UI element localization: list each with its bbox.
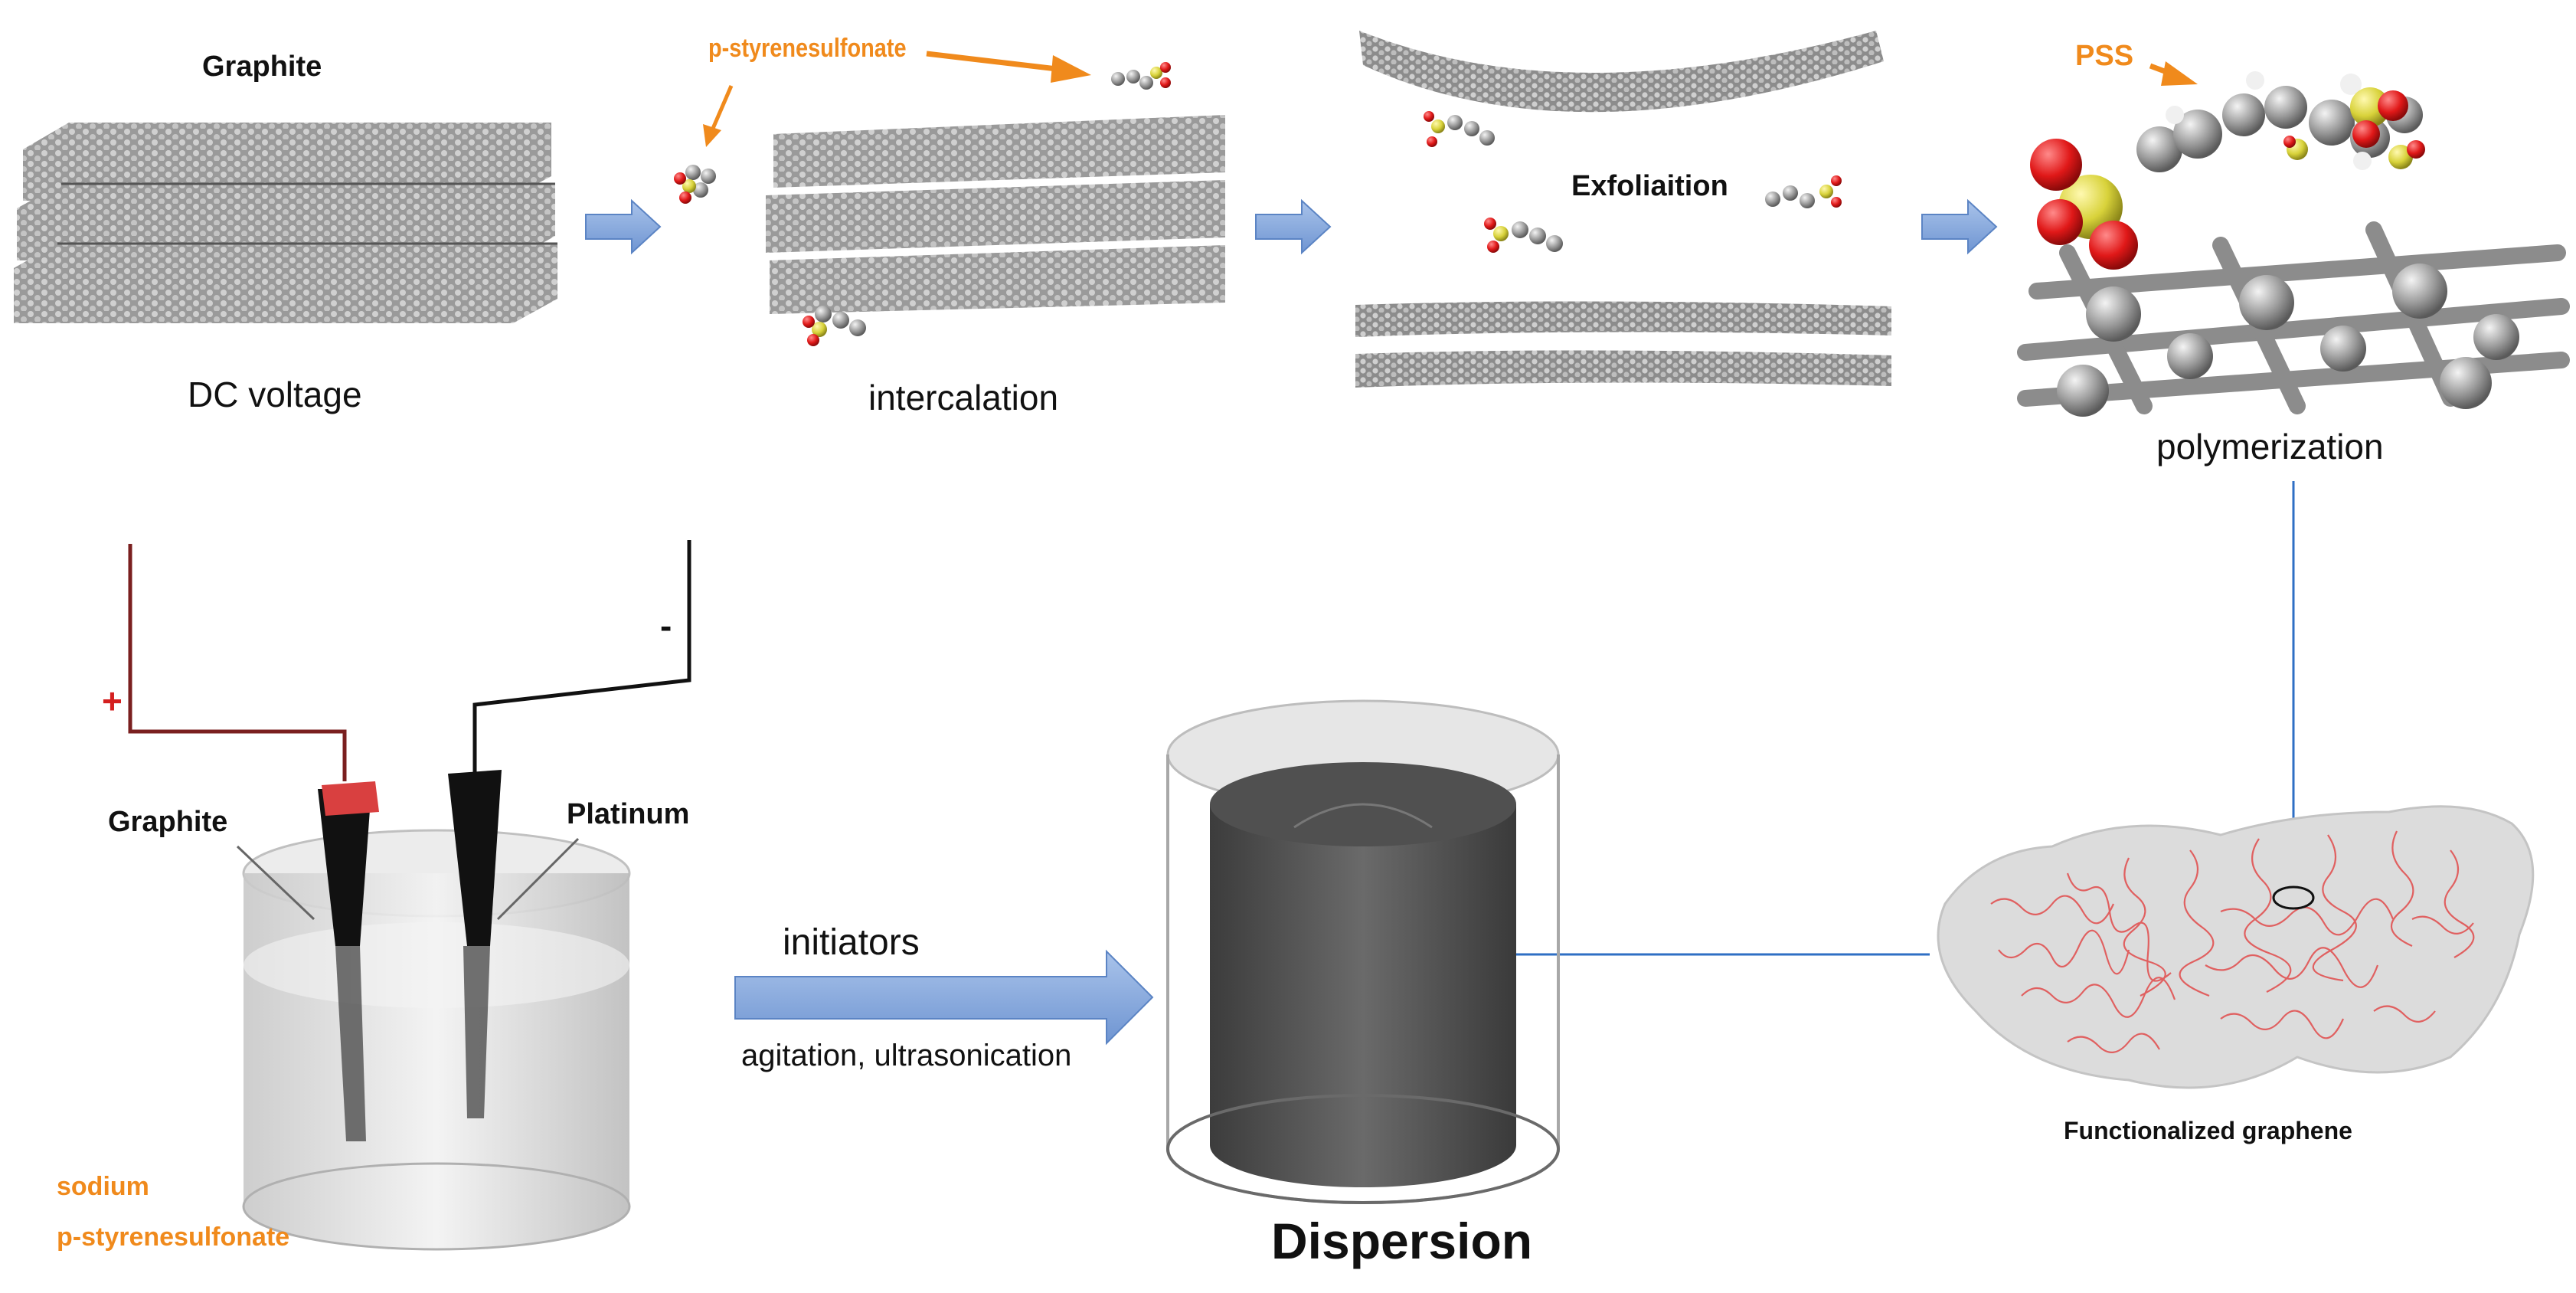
functionalized-graphene-sheet xyxy=(1937,805,2535,1089)
graphite-stack xyxy=(14,123,557,323)
exfoliated-sheet-2 xyxy=(1355,350,1891,388)
positive-terminal-label: + xyxy=(102,681,123,721)
negative-terminal-label: - xyxy=(660,606,672,646)
functionalized-graphene-label: Functionalized graphene xyxy=(2064,1117,2352,1144)
pss-molecule-f xyxy=(1765,175,1842,208)
initiators-arrow xyxy=(734,949,1154,1046)
pss-molecule-a xyxy=(674,165,716,204)
pss-label: PSS xyxy=(2075,40,2134,72)
polymerization-label: polymerization xyxy=(2156,427,2384,466)
pss-molecule-b xyxy=(803,306,866,346)
electrolyte-label-line2: p-styrenesulfonate xyxy=(57,1223,290,1252)
orange-arrows xyxy=(703,51,1091,147)
exfoliated-sheet-1 xyxy=(1355,301,1891,337)
step-arrow-1 xyxy=(585,198,662,255)
exfoliation-label: Exfoliaition xyxy=(1571,170,1728,202)
step-arrow-2 xyxy=(1255,198,1332,255)
intercalated-graphite xyxy=(766,115,1225,314)
platinum-electrode-label: Platinum xyxy=(567,798,690,830)
graphite-electrode-label: Graphite xyxy=(108,806,228,838)
dispersion-container xyxy=(1166,699,1560,1204)
pss-closeup xyxy=(2017,71,2570,417)
connector-left xyxy=(1482,947,1930,962)
pss-orange-arrow xyxy=(2149,61,2198,86)
graphite-top-label: Graphite xyxy=(202,51,322,83)
electrolyte-label-line1: sodium xyxy=(57,1172,149,1201)
p-styrenesulfonate-label: p-styrenesulfonate xyxy=(708,34,907,63)
pss-molecule-e xyxy=(1484,218,1563,253)
pss-molecule-c xyxy=(1111,62,1171,90)
step-arrow-3 xyxy=(1921,198,1998,255)
exfoliated-sheet-curved xyxy=(1359,31,1884,113)
pss-molecule-d xyxy=(1424,111,1495,147)
intercalation-label: intercalation xyxy=(868,378,1059,417)
dc-voltage-label: DC voltage xyxy=(188,375,362,414)
dispersion-label: Dispersion xyxy=(1271,1213,1533,1269)
agitation-label: agitation, ultrasonication xyxy=(741,1039,1072,1072)
initiators-label: initiators xyxy=(783,922,920,963)
electrolysis-cell xyxy=(128,540,691,1251)
